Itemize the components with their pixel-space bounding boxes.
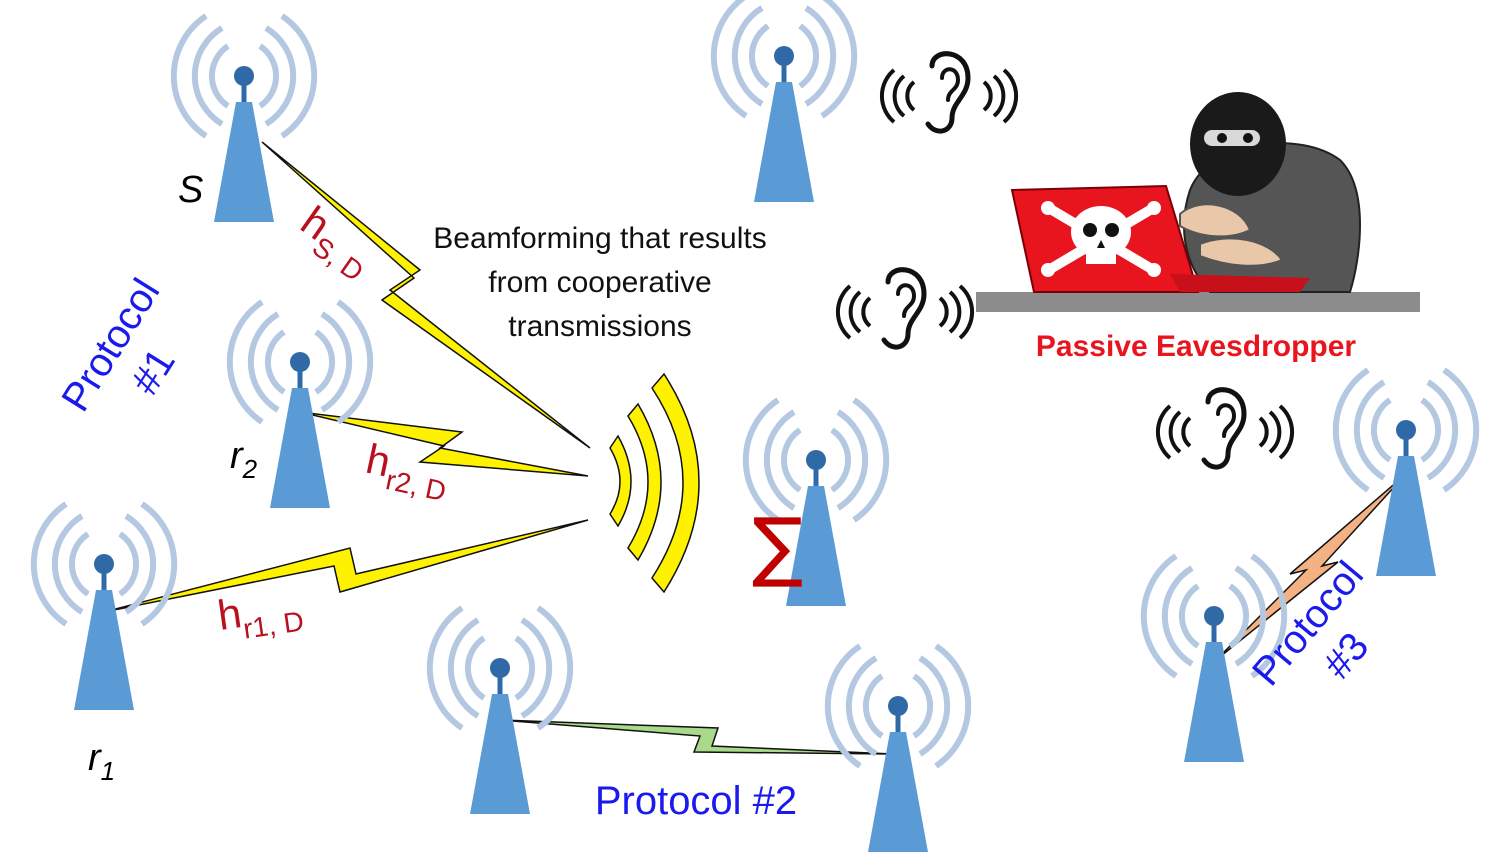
svg-text:hr2, D: hr2, D [360,435,454,507]
protocol3-label: Protocol #3 [1244,553,1377,694]
bolt-r2-to-beam [299,411,589,477]
svg-text:hS, D: hS, D [288,197,384,288]
sigma-symbol: ∑ [752,501,803,590]
listening-ear-icon-right [1158,390,1292,467]
antenna-tower-icon-top [714,0,854,202]
eavesdropper-label: Passive Eavesdropper [1036,330,1357,363]
channel-label-r1d: hr1, D [215,581,306,648]
protocol2-label: Protocol #2 [595,779,797,823]
protocol1-label: Protocol #1 [53,271,183,419]
listening-ear-icon-left [838,270,972,347]
antenna-tower-icon-protocol2-left [430,608,570,814]
svg-text:hr1, D: hr1, D [215,581,306,648]
bolt-s-to-beam [261,141,591,449]
listening-ear-icon-top [882,54,1016,131]
antenna-tower-icon-protocol3-top [1336,370,1476,576]
bolt-r1-to-beam [103,519,589,613]
hacker-with-laptop-icon [976,92,1420,312]
node-label-r2: r2 [230,435,258,484]
channel-label-r2d: hr2, D [360,435,454,507]
antenna-tower-icon-r1 [34,504,174,710]
node-label-r1: r1 [88,737,115,786]
channel-label-sd: hS, D [288,197,384,288]
beam-wave-icon [609,372,700,594]
antenna-tower-icon-protocol2-right [828,646,968,852]
beamforming-caption-line3: transmissions [508,310,691,343]
beamforming-caption-line2: from cooperative [488,266,711,299]
beamforming-caption-line1: Beamforming that results [433,222,766,255]
node-label-s: S [178,169,203,211]
skull-crossbones-icon [1041,201,1161,277]
